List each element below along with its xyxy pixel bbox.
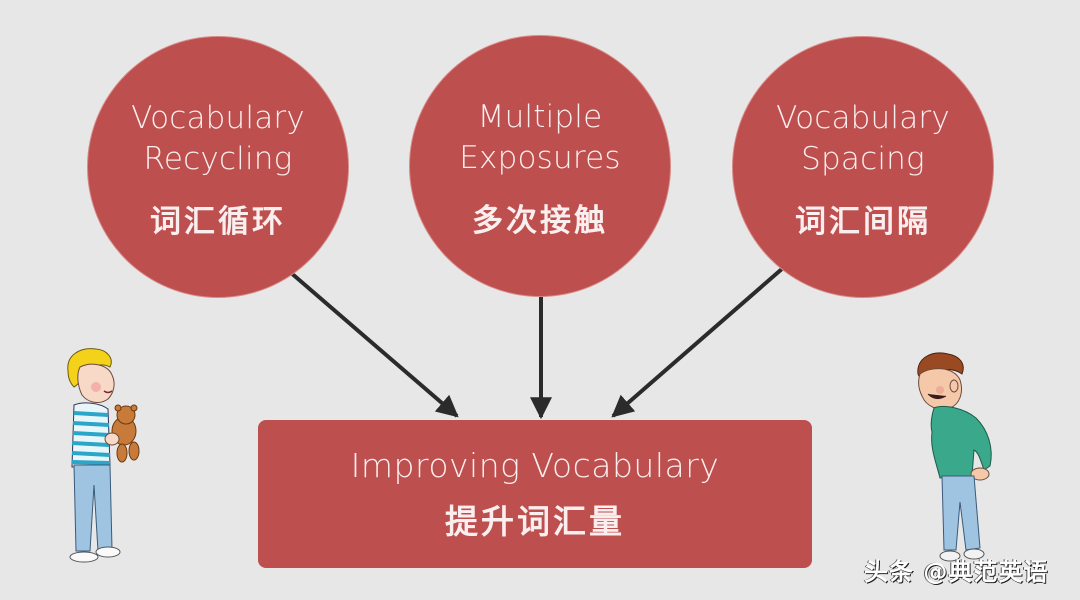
node-title-chinese: 词汇间隔 bbox=[795, 204, 931, 240]
node-title-line2: Exposures bbox=[459, 140, 621, 176]
node-title-chinese: 多次接触 bbox=[472, 203, 608, 239]
node-title-chinese: 词汇循环 bbox=[150, 204, 286, 240]
target-title: Improving Vocabulary bbox=[350, 446, 720, 485]
node-multiple-exposures: Multiple Exposures 多次接触 bbox=[410, 36, 670, 296]
node-vocabulary-spacing: Vocabulary Spacing 词汇间隔 bbox=[733, 37, 993, 297]
target-improving-vocabulary: Improving Vocabulary 提升词汇量 bbox=[258, 420, 812, 568]
target-title-chinese: 提升词汇量 bbox=[445, 502, 625, 541]
node-vocabulary-recycling: Vocabulary Recycling 词汇循环 bbox=[88, 37, 348, 297]
node-title-line1: Multiple bbox=[477, 99, 603, 135]
arrow-recycling-to-target bbox=[288, 270, 459, 418]
boy-in-green-sweater-illustration bbox=[917, 352, 992, 562]
node-title-line1: Vocabulary bbox=[131, 100, 305, 136]
node-title-line1: Vocabulary bbox=[776, 100, 950, 136]
node-title-line2: Recycling bbox=[143, 141, 293, 177]
node-title-line2: Spacing bbox=[801, 141, 925, 177]
arrow-spacing-to-target bbox=[611, 266, 785, 418]
watermark: 头条 @典范英语 bbox=[864, 558, 1049, 586]
boy-with-teddy-illustration bbox=[67, 348, 140, 563]
